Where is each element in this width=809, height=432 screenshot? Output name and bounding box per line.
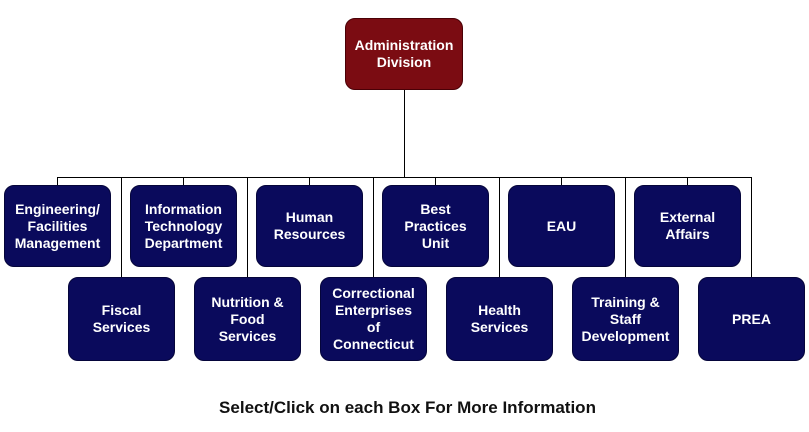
node-label: External Affairs	[659, 209, 716, 242]
node-label: Training & Staff Development	[581, 293, 670, 344]
node-label: Correctional Enterprises of Connecticut	[332, 285, 415, 352]
node-label: PREA	[732, 310, 771, 327]
connector-top-5	[561, 177, 562, 185]
node-label: Engineering/ Facilities Management	[14, 200, 101, 251]
connector-top-1	[57, 177, 58, 185]
node-engineering-facilities-management[interactable]: Engineering/ Facilities Management	[4, 185, 111, 267]
node-training-staff-development[interactable]: Training & Staff Development	[572, 277, 679, 361]
node-eau[interactable]: EAU	[508, 185, 615, 267]
node-health-services[interactable]: Health Services	[446, 277, 553, 361]
connector-bottom-4	[499, 177, 500, 277]
node-label: EAU	[546, 217, 577, 234]
connector-top-6	[687, 177, 688, 185]
node-external-affairs[interactable]: External Affairs	[634, 185, 741, 267]
instruction-caption: Select/Click on each Box For More Inform…	[219, 398, 596, 417]
node-information-technology-department[interactable]: Information Technology Department	[130, 185, 237, 267]
node-correctional-enterprises-of-connecticut[interactable]: Correctional Enterprises of Connecticut	[320, 277, 427, 361]
connector-bus	[57, 177, 752, 178]
node-label: Health Services	[470, 302, 529, 335]
connector-top-3	[309, 177, 310, 185]
node-label: Fiscal Services	[92, 302, 151, 335]
connector-bottom-1	[121, 177, 122, 277]
node-label: Information Technology Department	[144, 200, 223, 251]
connector-bottom-2	[247, 177, 248, 277]
node-label: Best Practices Unit	[404, 200, 467, 251]
node-human-resources[interactable]: Human Resources	[256, 185, 363, 267]
node-best-practices-unit[interactable]: Best Practices Unit	[382, 185, 489, 267]
connector-root	[404, 90, 405, 177]
node-nutrition-food-services[interactable]: Nutrition & Food Services	[194, 277, 301, 361]
connector-top-4	[435, 177, 436, 185]
connector-bottom-6	[751, 177, 752, 277]
node-label: Human Resources	[273, 209, 346, 242]
node-label: Administration Division	[354, 37, 454, 70]
node-prea[interactable]: PREA	[698, 277, 805, 361]
node-fiscal-services[interactable]: Fiscal Services	[68, 277, 175, 361]
connector-bottom-5	[625, 177, 626, 277]
node-label: Nutrition & Food Services	[211, 293, 284, 344]
connector-top-2	[183, 177, 184, 185]
node-administration-division[interactable]: Administration Division	[345, 18, 463, 90]
connector-bottom-3	[373, 177, 374, 277]
